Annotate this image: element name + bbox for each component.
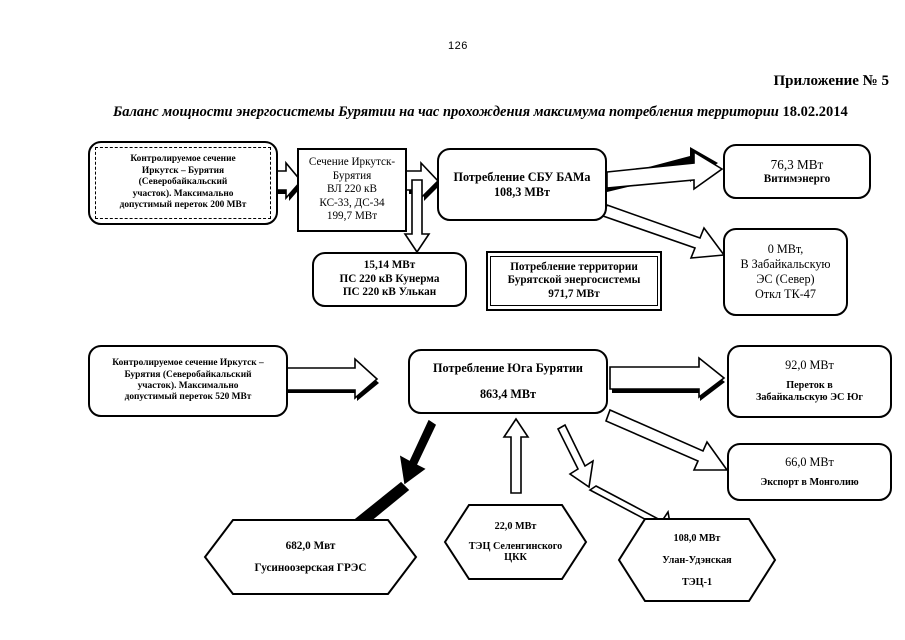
arrow-yuga-to-mongolia: [604, 408, 729, 471]
hexagon-label: 22,0 МВт ТЭЦ Селенгинского ЦКК: [443, 503, 588, 581]
node-line: Откл ТК-47: [755, 286, 816, 301]
hexagon-shape: [203, 519, 418, 595]
node-line: ТЭЦ Селенгинского: [468, 541, 563, 552]
node-line: 971,7 МВт: [548, 287, 600, 300]
node-value: 22,0 МВт: [494, 521, 537, 532]
node-potreblenie-yuga-buryatii[interactable]: Потребление Юга Бурятии 863,4 МВт: [408, 349, 608, 414]
node-irkutsk-buryatia-north[interactable]: Контролируемое сечение Иркутск – Бурятия…: [88, 141, 278, 225]
node-ps-220-kunerma-ulkan[interactable]: 15,14 МВт ПС 220 кВ Кунерма ПС 220 кВ Ул…: [312, 252, 467, 307]
hexagon-shape: [443, 504, 588, 580]
node-export-mongolia[interactable]: 66,0 МВт Экспорт в Монголию: [727, 443, 892, 501]
page-title-text: Баланс мощности энергосистемы Бурятии на…: [113, 104, 779, 120]
node-line: Переток в: [786, 380, 833, 391]
node-line: Улан-Удэнская: [662, 554, 732, 566]
arrow-selenginsk-to-yuga: [502, 417, 530, 494]
node-value: 92,0 МВт: [785, 358, 834, 373]
node-sechenie-vl-220[interactable]: Сечение Иркутск- Бурятия ВЛ 220 кВ КС-33…: [297, 148, 407, 232]
node-irkutsk-buryatia-south[interactable]: Контролируемое сечение Иркутск – Бурятия…: [88, 345, 288, 417]
hexagon-label: 682,0 Мвт Гусиноозерская ГРЭС: [203, 518, 418, 596]
node-value: 863,4 МВт: [479, 387, 537, 401]
node-line: ТЭЦ-1: [681, 576, 713, 588]
node-line: ЦКК: [504, 552, 527, 563]
arrow-ulanude-to-yuga: [556, 423, 595, 489]
node-line: Бурятской энергосистемы: [507, 274, 641, 287]
node-line: участок). Максимально: [132, 188, 234, 199]
node-line: Потребление СБУ БАМа: [453, 169, 591, 184]
arrow-yuga-to-peretok: [609, 356, 726, 399]
node-value: 682,0 Мвт: [285, 540, 336, 552]
double-inner-border: Потребление территории Бурятской энергос…: [490, 256, 658, 306]
node-peretok-zabaikalskaya-yug[interactable]: 92,0 МВт Переток в Забайкальскую ЭС Юг: [727, 345, 892, 418]
node-value: 76,3 МВт: [770, 156, 824, 172]
node-line: ПС 220 кВ Улькан: [342, 286, 437, 299]
node-line: 108,3 МВт: [493, 184, 551, 199]
node-line: Контролируемое сечение: [130, 154, 236, 165]
node-line: допустимый переток 200 МВт: [119, 200, 247, 211]
arrow-sechenie-to-kunerma: [403, 179, 431, 254]
node-value: 66,0 МВт: [785, 454, 834, 469]
node-line: Сечение Иркутск-: [308, 155, 396, 168]
node-title: Потребление Юга Бурятии: [433, 361, 583, 376]
node-value: 108,0 МВт: [673, 532, 721, 544]
node-label: Витимэнерго: [763, 172, 831, 185]
node-line: 15,14 МВт: [363, 259, 416, 272]
node-line: 199,7 МВт: [326, 210, 378, 223]
page-title: Баланс мощности энергосистемы Бурятии на…: [113, 104, 903, 121]
node-potreblenie-sbu-bama[interactable]: Потребление СБУ БАМа 108,3 МВт: [437, 148, 607, 221]
node-line: Контролируемое сечение Иркутск –: [112, 358, 264, 369]
hexagon-shape: [617, 518, 777, 602]
node-potreblenie-territorii[interactable]: Потребление территории Бурятской энергос…: [486, 251, 662, 311]
node-line: Бурятия (Северобайкальский: [124, 369, 252, 380]
node-line: Бурятия: [332, 169, 372, 182]
node-line: Забайкальскую ЭС Юг: [755, 392, 864, 404]
node-zabaikalskaya-es-sever[interactable]: 0 МВт, В Забайкальскую ЭС (Север) Откл Т…: [723, 228, 848, 316]
appendix-label: Приложение № 5: [773, 73, 889, 89]
node-line: допустимый переток 520 МВт: [124, 392, 252, 403]
node-ulan-ude-tec-1[interactable]: 108,0 МВт Улан-Удэнская ТЭЦ-1: [617, 517, 777, 603]
node-label: Гусиноозерская ГРЭС: [254, 562, 367, 574]
node-vitimenergo[interactable]: 76,3 МВт Витимэнерго: [723, 144, 871, 199]
node-line: Иркутск – Бурятия: [141, 165, 225, 176]
arrow-gusinoozerskaya-to-yuga: [399, 419, 437, 485]
page-title-date: 18.02.2014: [782, 104, 848, 120]
node-line: ПС 220 кВ Кунерма: [339, 272, 440, 285]
node-line: КС-33, ДС-34: [319, 196, 385, 209]
arrow-irkutsk-south-to-yuga: [284, 357, 379, 400]
node-line: В Забайкальскую: [740, 257, 831, 272]
node-line: ЭС (Север): [756, 272, 815, 286]
node-label: Экспорт в Монголию: [760, 476, 859, 488]
node-line: (Северобайкальский: [138, 177, 228, 188]
node-line: 0 МВт,: [767, 242, 804, 257]
arrow-sbu-to-vitim: [606, 150, 724, 191]
arrow-sbu-to-zabaikal: [601, 203, 726, 259]
node-gusinoozerskaya-gres[interactable]: 682,0 Мвт Гусиноозерская ГРЭС: [203, 518, 418, 596]
node-line: ВЛ 220 кВ: [327, 183, 377, 196]
node-line: Потребление территории: [510, 260, 638, 273]
node-tec-selenginsk-ckk[interactable]: 22,0 МВт ТЭЦ Селенгинского ЦКК: [443, 503, 588, 581]
page-number: 126: [448, 40, 468, 52]
node-line: участок). Максимально: [137, 381, 239, 391]
hexagon-label: 108,0 МВт Улан-Удэнская ТЭЦ-1: [617, 517, 777, 603]
